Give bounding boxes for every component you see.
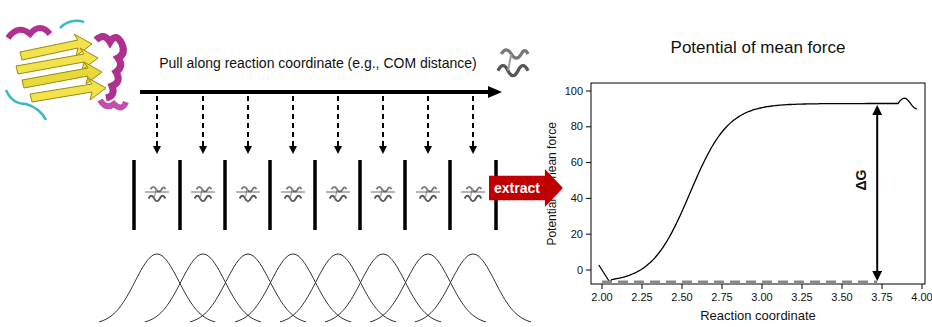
window-protein <box>465 187 482 201</box>
window-wall <box>403 160 407 230</box>
sample-arrow <box>337 96 339 152</box>
window-protein <box>240 187 257 201</box>
x-tick-label: 3.00 <box>751 291 772 304</box>
y-tick-label: 0 <box>577 264 583 277</box>
x-tick-label: 2.50 <box>671 291 692 304</box>
pmf-curve <box>599 98 917 282</box>
window-wall <box>223 160 227 230</box>
x-tick <box>722 284 723 289</box>
dg-arrow <box>876 107 878 279</box>
sample-arrow <box>427 96 429 152</box>
window-gaussian <box>280 254 396 322</box>
sample-arrow <box>472 96 474 152</box>
window-wall <box>268 160 272 230</box>
window-gaussian <box>415 254 531 322</box>
window-wall <box>448 160 452 230</box>
y-tick-label: 60 <box>571 156 583 169</box>
arrow-label: extract <box>494 180 540 196</box>
x-tick <box>642 284 643 289</box>
x-tick <box>762 284 763 289</box>
x-axis-label: Reaction coordinate <box>700 309 816 324</box>
window-gaussian <box>370 254 486 322</box>
y-tick-label: 20 <box>571 228 583 241</box>
y-tick <box>586 126 591 127</box>
x-tick <box>882 284 883 289</box>
sample-arrow <box>382 96 384 152</box>
arrow-fill <box>489 169 563 207</box>
sample-arrow <box>292 96 294 152</box>
window-wall <box>132 160 136 230</box>
x-tick <box>602 284 603 289</box>
restraint-line <box>461 192 485 193</box>
y-tick <box>586 234 591 235</box>
x-tick <box>922 284 923 289</box>
sample-arrow <box>247 96 249 152</box>
pmf-chart <box>586 83 925 289</box>
window-gaussian <box>99 254 215 322</box>
restraint-line <box>236 192 260 193</box>
restraint-line <box>326 192 350 193</box>
y-tick-label: 80 <box>571 120 583 133</box>
y-tick <box>586 162 591 163</box>
x-tick <box>842 284 843 289</box>
baseline <box>602 281 877 285</box>
restraint-line <box>145 192 169 193</box>
window-protein <box>330 187 347 201</box>
x-tick-label: 2.25 <box>631 291 652 304</box>
y-tick <box>586 270 591 271</box>
restraint-line <box>281 192 305 193</box>
y-tick <box>586 198 591 199</box>
window-gaussian <box>190 254 306 322</box>
dg-label: ΔG <box>853 170 869 191</box>
restraint-line <box>416 192 440 193</box>
unfolded-protein <box>498 50 528 76</box>
protein-structure <box>6 21 126 120</box>
chart-title: Potential of mean force <box>671 38 846 58</box>
window-protein <box>149 187 166 201</box>
x-tick-label: 3.25 <box>791 291 812 304</box>
umbrella-windows <box>99 96 531 322</box>
y-tick <box>586 91 591 92</box>
window-protein <box>285 187 302 201</box>
x-tick-label: 3.50 <box>831 291 852 304</box>
window-wall <box>178 160 182 230</box>
x-tick <box>682 284 683 289</box>
window-wall <box>358 160 362 230</box>
sample-arrow <box>156 96 158 152</box>
pull-arrow <box>140 90 498 94</box>
window-gaussian <box>145 254 261 322</box>
x-tick-label: 2.75 <box>711 291 732 304</box>
restraint-line <box>191 192 215 193</box>
y-tick-label: 100 <box>565 85 583 98</box>
window-protein <box>195 187 212 201</box>
window-gaussian <box>235 254 351 322</box>
x-tick-label: 3.75 <box>871 291 892 304</box>
x-tick <box>802 284 803 289</box>
y-tick-label: 40 <box>571 192 583 205</box>
x-tick-label: 4.00 <box>911 291 932 304</box>
extract-arrow: extract <box>489 169 563 207</box>
restraint-line <box>371 192 395 193</box>
window-protein <box>420 187 437 201</box>
window-gaussian <box>325 254 441 322</box>
window-protein <box>375 187 392 201</box>
window-wall <box>313 160 317 230</box>
arrow-caption: Pull along reaction coordinate (e.g., CO… <box>159 55 477 71</box>
sample-arrow <box>202 96 204 152</box>
x-tick-label: 2.00 <box>591 291 612 304</box>
